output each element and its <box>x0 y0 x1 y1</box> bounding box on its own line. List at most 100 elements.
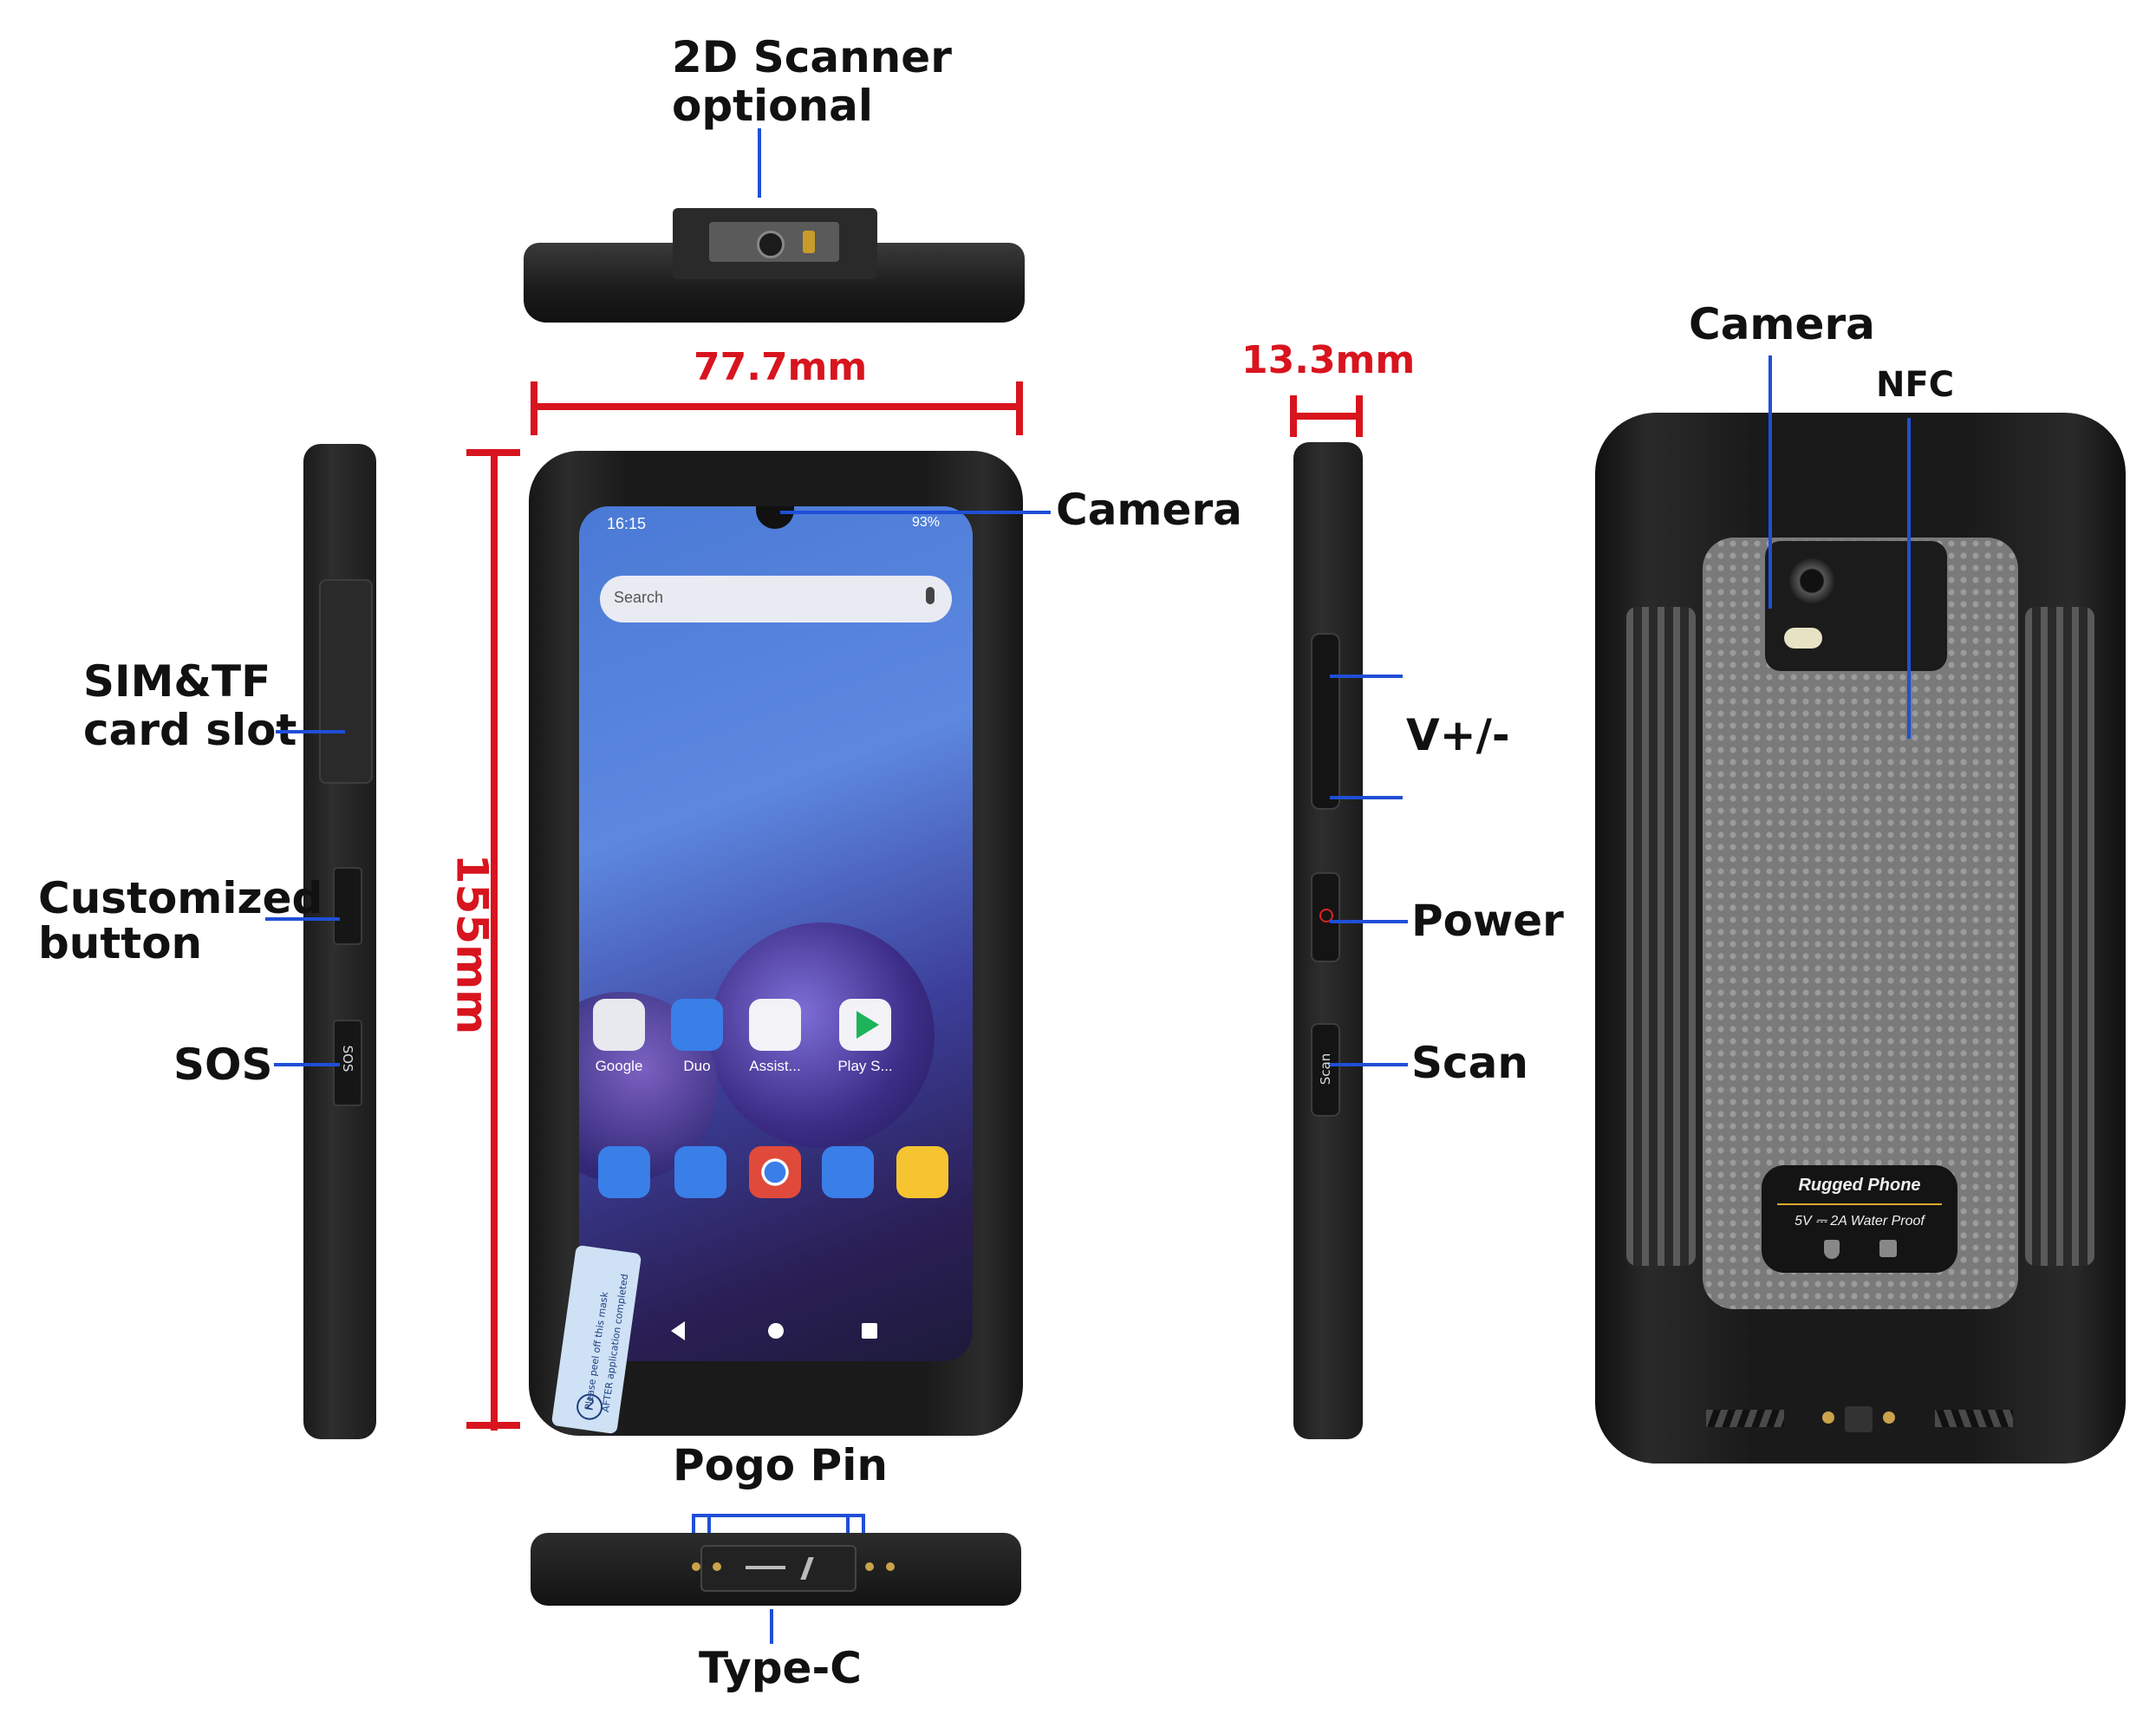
nav-back-icon[interactable] <box>671 1321 685 1340</box>
contacts-icon[interactable] <box>822 1146 874 1198</box>
scan-leader-line <box>1330 1063 1408 1066</box>
customized-button <box>333 867 362 945</box>
app-label-assist: Assist... <box>749 1058 801 1074</box>
width-dimension-tick-left <box>531 381 537 435</box>
volume-up-leader-line <box>1330 675 1403 678</box>
rear-camera-lens-icon <box>1789 558 1834 603</box>
spec-text: 5V ⎓ 2A Water Proof <box>1794 1214 1925 1229</box>
back-camera-label: Camera <box>1689 299 1875 349</box>
pogo-bracket-line <box>692 1514 865 1517</box>
back-brand-plate: Rugged Phone 5V ⎓ 2A Water Proof <box>1762 1165 1957 1273</box>
brand-divider <box>1777 1203 1942 1205</box>
scan-label: Scan <box>1411 1038 1528 1088</box>
height-dimension-label: 155mm <box>446 853 498 1035</box>
thickness-dimension-line <box>1292 413 1361 420</box>
pogo-pin-3 <box>865 1562 874 1571</box>
mic-icon[interactable] <box>926 587 935 604</box>
width-dimension-label: 77.7mm <box>694 345 868 389</box>
scan-button-text: Scan <box>1318 1053 1333 1085</box>
status-time: 16:15 <box>607 515 647 532</box>
charge-icon <box>800 1557 814 1580</box>
top-view-device <box>524 208 1025 323</box>
wallpaper-orb <box>709 922 935 1148</box>
nfc-label: NFC <box>1876 365 1955 405</box>
volume-rocker <box>1311 633 1340 810</box>
settings-icon[interactable] <box>896 1146 948 1198</box>
phone-icon[interactable] <box>598 1146 650 1198</box>
google-folder-icon[interactable] <box>593 999 645 1051</box>
assistant-icon[interactable] <box>749 999 801 1051</box>
back-side-ribs-left <box>1626 607 1696 1266</box>
nav-recents-icon[interactable] <box>862 1323 877 1339</box>
app-label-google: Google <box>595 1058 643 1074</box>
app-label-play: Play S... <box>837 1058 893 1074</box>
pogo-tick-2 <box>707 1514 711 1535</box>
sim-tf-leader-line <box>276 730 345 733</box>
pogo-pin-4 <box>886 1562 895 1571</box>
scanner-label-line1: 2D Scanner <box>672 32 952 82</box>
typec-leader-line <box>770 1609 773 1644</box>
power-label: Power <box>1411 896 1564 946</box>
back-bottom-vent-left <box>1706 1410 1784 1427</box>
scanner-lens-icon <box>757 231 785 258</box>
power-icon <box>1319 909 1333 922</box>
pogo-tick-1 <box>692 1514 695 1535</box>
height-dimension-tick-top <box>466 449 520 456</box>
scanner-label-line2: optional <box>672 81 874 131</box>
nfc-leader-line <box>1907 418 1911 739</box>
app-label-duo: Duo <box>683 1058 711 1074</box>
customized-leader-line <box>265 917 340 921</box>
typec-label: Type-C <box>699 1643 862 1693</box>
front-camera-leader-line <box>780 511 1051 514</box>
messages-icon[interactable] <box>674 1146 726 1198</box>
power-leader-line <box>1330 920 1408 923</box>
sim-tray <box>319 579 373 784</box>
waterproof-icon <box>1879 1240 1897 1257</box>
pogo-pin-1 <box>692 1562 700 1571</box>
back-pogo-pin-right <box>1883 1411 1895 1424</box>
back-typec-port <box>1845 1406 1873 1432</box>
thickness-dimension-tick-left <box>1290 395 1297 437</box>
pogo-tick-3 <box>846 1514 850 1535</box>
brand-text: Rugged Phone <box>1798 1176 1921 1195</box>
customized-label-line1: Customized <box>38 873 323 923</box>
search-placeholder: Search <box>614 589 664 606</box>
sos-label: SOS <box>173 1040 273 1090</box>
typec-port <box>700 1545 857 1592</box>
sos-button-text: SOS <box>340 1045 355 1072</box>
sim-tf-label-line1: SIM&TF <box>83 656 271 707</box>
sim-tf-label-line2: card slot <box>83 705 297 755</box>
thickness-dimension-tick-right <box>1356 395 1363 437</box>
search-bar[interactable]: Search <box>600 576 952 623</box>
scan-button: Scan <box>1311 1023 1340 1117</box>
pogo-tick-4 <box>862 1514 865 1535</box>
width-dimension-tick-right <box>1016 381 1023 435</box>
back-pogo-pin-left <box>1822 1411 1834 1424</box>
customized-label-line2: button <box>38 918 203 968</box>
front-camera-notch <box>756 506 794 529</box>
shield-icon <box>1824 1240 1840 1259</box>
width-dimension-line <box>532 403 1021 410</box>
scanner-leader-line <box>758 128 761 198</box>
front-screen: 16:15 93% Search Google Duo Assist... Pl… <box>579 506 973 1361</box>
status-battery: 93% <box>912 515 941 530</box>
thickness-dimension-label: 13.3mm <box>1241 338 1416 382</box>
sos-leader-line <box>274 1063 340 1066</box>
back-side-ribs-right <box>2025 607 2094 1266</box>
pogo-pin-2 <box>713 1562 721 1571</box>
front-camera-label: Camera <box>1056 485 1242 535</box>
camera-module <box>1765 541 1947 671</box>
height-dimension-tick-bottom <box>466 1422 520 1429</box>
pogo-label: Pogo Pin <box>673 1440 888 1490</box>
height-dimension-line <box>491 453 498 1431</box>
volume-label: V+/- <box>1406 710 1510 760</box>
chrome-icon[interactable] <box>749 1146 801 1198</box>
play-store-icon[interactable] <box>839 999 891 1051</box>
back-bottom-vent-right <box>1935 1410 2013 1427</box>
back-camera-leader-line <box>1768 355 1772 609</box>
scanner-window <box>673 208 877 279</box>
power-button <box>1311 872 1340 962</box>
nav-home-icon[interactable] <box>768 1323 784 1339</box>
duo-icon[interactable] <box>671 999 723 1051</box>
bottom-view-device <box>531 1533 1021 1606</box>
